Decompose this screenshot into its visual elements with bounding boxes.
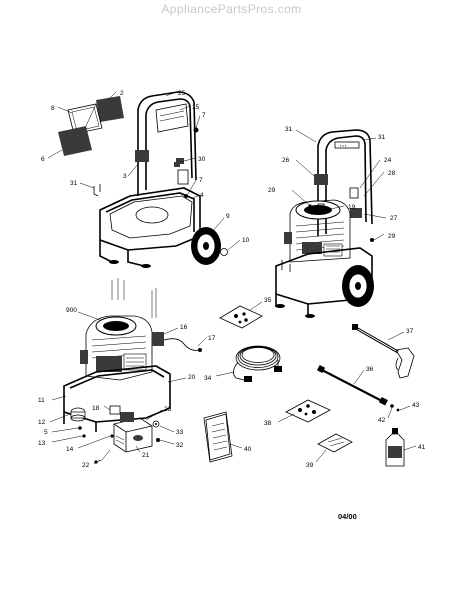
callout-15: 15 [192, 104, 200, 111]
part-13-bolt [82, 434, 86, 438]
wheel-assembled [342, 265, 374, 307]
callout-33: 33 [176, 429, 184, 436]
callout-31c: 31 [378, 134, 386, 141]
callout-29a: 29 [268, 187, 276, 194]
callout-24: 24 [384, 157, 392, 164]
watermark: AppliancePartsPros.com [161, 2, 302, 16]
callout-11: 11 [38, 397, 45, 404]
callout-900: 900 [66, 307, 77, 314]
part-900-engine [80, 315, 153, 381]
part-21-pump [113, 412, 153, 453]
part-deck [109, 195, 193, 239]
callout-16: 16 [180, 324, 188, 331]
part-6-panel [58, 126, 92, 156]
callout-31a: 31 [70, 180, 78, 187]
callout-6: 6 [41, 156, 45, 163]
callout-13: 13 [38, 440, 46, 447]
part-9-wheel [191, 227, 221, 265]
callout-17: 17 [208, 335, 216, 342]
accessories [203, 301, 417, 467]
date-code: 04/00 [338, 512, 357, 521]
frame-assembly-left [47, 91, 241, 268]
callout-38: 38 [264, 420, 272, 427]
callout-14: 14 [66, 446, 74, 453]
callout-2: 2 [120, 90, 124, 97]
part-39-tag [317, 433, 353, 453]
callout-34: 34 [204, 375, 212, 382]
part-clamp [135, 150, 149, 162]
part-38-kit [285, 399, 331, 423]
callout-39: 39 [306, 462, 314, 469]
callout-32: 32 [176, 442, 184, 449]
part-5-bolt [78, 426, 82, 430]
part-41-oil-bottle [385, 428, 405, 467]
callout-36: 36 [366, 366, 374, 373]
svg-text:▪ ▪ ▪: ▪ ▪ ▪ [340, 143, 347, 148]
callout-7b: 7 [199, 177, 203, 184]
callout-9: 9 [226, 213, 230, 220]
callout-19: 19 [348, 204, 356, 211]
callout-8: 8 [51, 105, 55, 112]
part-34-hose [233, 345, 282, 382]
callout-29b: 29 [388, 233, 396, 240]
callout-37: 37 [406, 328, 414, 335]
part-25-handle [137, 91, 197, 196]
callout-5: 5 [44, 429, 48, 436]
part-35-plate [219, 305, 263, 329]
part-16-block [152, 332, 164, 346]
part-8-panel [67, 103, 103, 135]
callout-31b: 31 [285, 126, 293, 133]
assembled-unit-right: ▪ ▪ ▪ [275, 129, 387, 318]
part-10-nut [220, 248, 228, 256]
callout-41: 41 [418, 444, 426, 451]
callout-20: 20 [188, 374, 196, 381]
callout-43: 43 [412, 402, 420, 409]
callout-3: 3 [123, 173, 127, 180]
callout-10: 10 [242, 237, 250, 244]
callout-4: 4 [200, 192, 204, 199]
part-2-panel [96, 96, 124, 122]
callout-23: 23 [164, 406, 172, 413]
part-40-manual [203, 411, 233, 463]
callout-40: 40 [244, 446, 252, 453]
callout-30: 30 [198, 156, 206, 163]
part-37-spray-gun [352, 324, 415, 379]
callout-35: 35 [264, 297, 272, 304]
callout-42: 42 [378, 417, 386, 424]
callout-27: 27 [390, 215, 398, 222]
part-18-block [109, 405, 121, 415]
callout-28: 28 [388, 170, 396, 177]
part-36-wand [316, 364, 388, 406]
part-17-cord [163, 338, 201, 351]
callout-25: 25 [178, 90, 186, 97]
callout-12: 12 [38, 419, 46, 426]
callout-labels: 2 8 6 25 15 7 30 3 7 4 31 9 10 31 31 26 … [38, 90, 426, 521]
callout-7a: 7 [202, 112, 206, 119]
engine-pump-exploded [49, 278, 207, 465]
callout-22: 22 [82, 462, 90, 469]
callout-18: 18 [92, 405, 100, 412]
callout-26: 26 [282, 157, 290, 164]
callout-21: 21 [142, 452, 150, 459]
part-15-decal [155, 103, 189, 133]
